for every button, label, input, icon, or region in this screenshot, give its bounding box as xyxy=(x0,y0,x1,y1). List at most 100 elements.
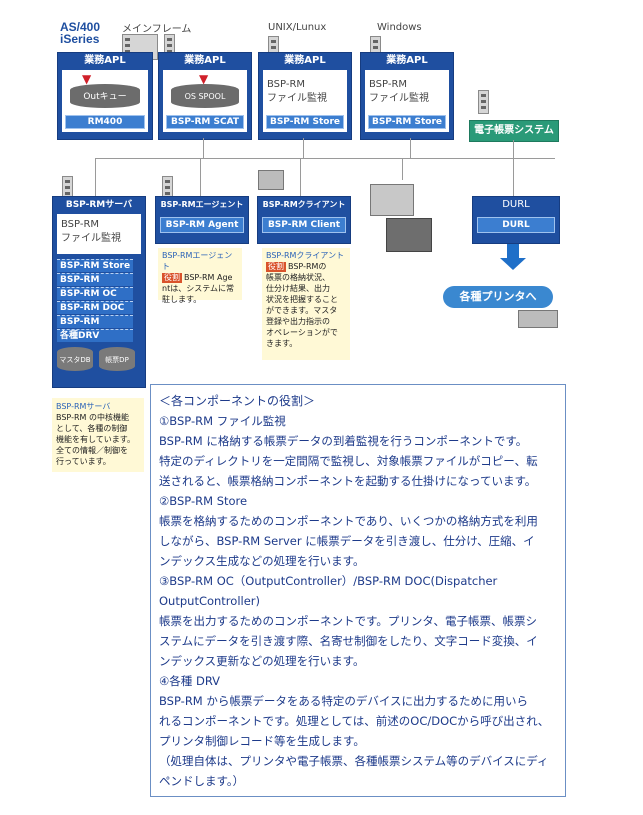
printer-machine-icon xyxy=(386,218,432,252)
desc-line: ンデックス生成などの処理を行います。 xyxy=(159,554,365,568)
network-line xyxy=(95,158,555,159)
mainframe-label: メインフレーム xyxy=(122,24,192,35)
desc-line: ③BSP-RM OC（OutputController）/BSP-RM DOC(… xyxy=(159,574,498,588)
box-title: 業務APL xyxy=(284,55,326,66)
unix-store-box: 業務APL BSP-RM ファイル監視 BSP-RM Store xyxy=(258,52,352,140)
connector xyxy=(303,138,304,158)
box-title: BSP-RMサーバ xyxy=(65,200,133,210)
store-bar: BSP-RM Store xyxy=(368,115,446,129)
role-tag: 役割 xyxy=(266,262,286,272)
bsp-rm-label: BSP-RM xyxy=(61,219,100,230)
note-line: として、各種の制御 xyxy=(56,424,128,433)
rm400-box: 業務APL ▼ Outキュー RM400 xyxy=(57,52,153,140)
printer-icon xyxy=(518,310,558,328)
desc-line: ④各種 DRV xyxy=(159,674,221,688)
stack-store: BSP-RM Store xyxy=(57,259,133,272)
as400-label: AS/400 xyxy=(60,20,101,34)
box-title: 業務APL xyxy=(184,55,226,66)
note-title: BSP-RMクライアント xyxy=(266,251,345,260)
e-form-system-box: 電子帳票システム xyxy=(469,120,559,142)
windows-store-box: 業務APL BSP-RM ファイル監視 BSP-RM Store xyxy=(360,52,454,140)
note-line: BSP-RMの xyxy=(288,262,327,271)
note-line: 機能を有しています。 xyxy=(56,435,135,444)
note-line: 駐します。 xyxy=(162,295,202,304)
connector xyxy=(402,158,403,180)
box-title: 業務APL xyxy=(84,55,126,66)
agent-bar: BSP-RM Agent xyxy=(160,217,244,233)
stack-doc: BSP-RM DOC xyxy=(57,301,133,314)
form-dp-cylinder: 帳票DP xyxy=(99,347,135,371)
desc-line: ステムにデータを引き渡す際、名寄せ制御をしたり、文字コード変換、イ xyxy=(159,634,538,648)
file-monitor-label: ファイル監視 xyxy=(369,93,429,104)
stack-server: BSP-RM Server xyxy=(57,273,133,298)
note-line: オペレーションがで xyxy=(266,328,338,337)
iseries-label: iSeries xyxy=(60,32,100,46)
down-arrow-icon: ▼ xyxy=(82,72,92,86)
desc-line: ンデックス更新などの処理を行います。 xyxy=(159,654,365,668)
connector xyxy=(513,158,514,196)
bsp-rm-client-box: BSP-RMクライアント BSP-RM Client xyxy=(257,196,351,244)
desc-line: （処理自体は、プリンタや電子帳票、各種帳票システム等のデバイスにディ xyxy=(159,754,549,768)
outqueue-cylinder: Outキュー xyxy=(70,84,140,108)
roles-heading: ＜各コンポーネントの役割＞ xyxy=(159,394,316,408)
note-line: 状況を把握すること xyxy=(266,295,338,304)
note-title: BSP-RMエージェント xyxy=(162,251,233,271)
down-arrow-icon: ▼ xyxy=(199,72,209,86)
connector xyxy=(95,158,96,198)
file-monitor-label: ファイル監視 xyxy=(61,233,121,244)
role-tag: 役割 xyxy=(162,273,182,283)
durl-box: DURL DURL xyxy=(472,196,560,244)
box-title: 業務APL xyxy=(386,55,428,66)
note-line: 登録や出力指示の xyxy=(266,317,330,326)
note-line: 仕分け結果、出力 xyxy=(266,284,330,293)
desc-line: OutputController) xyxy=(159,594,261,608)
desc-line: ②BSP-RM Store xyxy=(159,494,248,508)
connector xyxy=(410,138,411,158)
note-line: 全ての情報／制御を xyxy=(56,446,128,455)
note-line: ができます。マスタ xyxy=(266,306,338,315)
durl-bar: DURL xyxy=(477,217,555,233)
box-title: BSP-RMクライアント xyxy=(262,200,346,209)
component-roles-box: ＜各コンポーネントの役割＞ ①BSP-RM ファイル監視 BSP-RM に格納す… xyxy=(150,384,566,797)
desc-line: 帳票を出力するためのコンポーネントです。プリンタ、電子帳票、帳票シ xyxy=(159,614,538,628)
store-bar: BSP-RM Store xyxy=(266,115,344,129)
master-db-cylinder: マスタDB xyxy=(57,347,93,371)
desc-line: BSP-RM から帳票データをある特定のデバイスに出力するために用いら xyxy=(159,694,529,708)
bsp-rm-server-box: BSP-RMサーバ BSP-RM ファイル監視 BSP-RM Store BSP… xyxy=(52,196,146,388)
printer-label: 各種プリンタへ xyxy=(443,286,553,308)
note-line: BSP-RM Age xyxy=(184,273,233,282)
connector xyxy=(200,158,201,198)
desc-line: プリンタ制御レコード等を生成します。 xyxy=(159,734,365,748)
desc-line: 帳票を格納するためのコンポーネントであり、いくつかの格納方式を利用 xyxy=(159,514,538,528)
box-title: BSP-RMエージェント xyxy=(160,200,244,209)
file-monitor-label: ファイル監視 xyxy=(267,93,327,104)
note-line: 行っています。 xyxy=(56,457,111,466)
unix-label: UNIX/Lunux xyxy=(268,22,327,33)
server-icon xyxy=(478,90,489,114)
note-line: 帳票の格納状況、 xyxy=(266,273,330,282)
desc-line: 送されると、帳票格納コンポーネントを起動する仕掛けになっています。 xyxy=(159,474,537,488)
bsp-rm-agent-box: BSP-RMエージェント BSP-RM Agent xyxy=(155,196,249,244)
windows-label: Windows xyxy=(377,22,422,33)
desc-line: しながら、BSP-RM Server に帳票データを引き渡し、仕分け、圧縮、イ xyxy=(159,534,535,548)
printer-icon xyxy=(370,184,414,216)
desc-line: BSP-RM に格納する帳票データの到着監視を行うコンポーネントです。 xyxy=(159,434,528,448)
scat-box: 業務APL ▼ OS SPOOL BSP-RM SCAT xyxy=(158,52,252,140)
connector xyxy=(203,138,204,158)
os-spool-cylinder: OS SPOOL xyxy=(171,84,239,108)
desc-line: ペンドします。） xyxy=(159,774,245,788)
connector xyxy=(300,158,301,198)
bsp-rm-label: BSP-RM xyxy=(267,79,306,90)
note-line: きます。 xyxy=(266,339,298,348)
note-line: ntは、システムに常 xyxy=(162,284,234,293)
note-title: BSP-RMサーバ xyxy=(56,402,111,411)
client-bar: BSP-RM Client xyxy=(262,217,346,233)
connector xyxy=(513,140,514,158)
note-line: BSP-RM の中核機能 xyxy=(56,413,129,422)
rm400-bar: RM400 xyxy=(65,115,145,129)
client-pc-icon xyxy=(258,170,284,190)
desc-line: れるコンポーネントです。処理としては、前述のOC/DOCから呼び出され、 xyxy=(159,714,550,728)
scat-bar: BSP-RM SCAT xyxy=(166,115,244,129)
